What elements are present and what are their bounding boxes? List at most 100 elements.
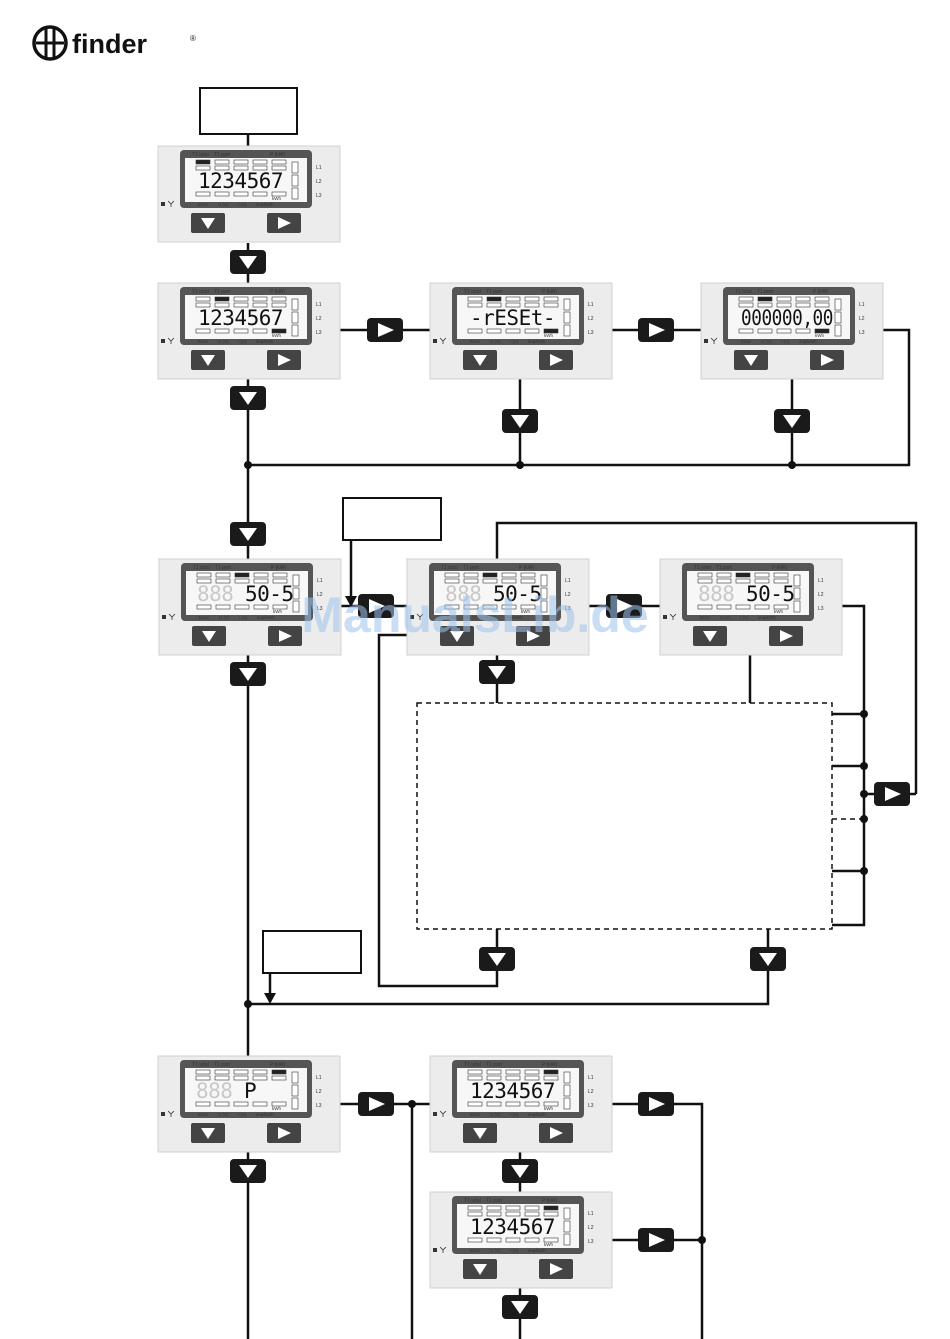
label-u-v: U (V)	[720, 615, 731, 620]
lcd-ghost-digits: 888	[197, 582, 233, 606]
meter-right-button[interactable]	[769, 626, 803, 646]
label-t1-part: T1 part	[214, 1062, 230, 1068]
phase-label: L2	[316, 1089, 322, 1095]
label-p-kw: P (kW)	[772, 565, 788, 571]
meter-right-button[interactable]	[267, 1123, 301, 1143]
bottom-indicator	[738, 328, 754, 334]
top-indicator	[543, 296, 559, 302]
lcd-ghost-digits: 888	[445, 582, 481, 606]
meter-down-button[interactable]	[191, 213, 225, 233]
lcd-value: 1234567	[198, 306, 283, 330]
down-arrow-icon	[450, 631, 464, 642]
phase-bar	[291, 311, 299, 324]
meter-right-button[interactable]	[810, 350, 844, 370]
meter-down-button[interactable]	[734, 350, 768, 370]
right-arrow-icon	[527, 630, 540, 642]
bottom-indicator	[214, 1101, 230, 1107]
label-t1-total: T1 total	[694, 565, 711, 571]
phase-label: L1	[588, 1211, 594, 1217]
label-box-lower	[262, 930, 362, 974]
phase-label: L3	[316, 1103, 322, 1109]
top-indicator	[252, 1075, 268, 1081]
meter-down-button[interactable]	[191, 1123, 225, 1143]
phase-bar	[834, 324, 842, 337]
phase-bar	[563, 1207, 571, 1220]
meter-down-button[interactable]	[192, 626, 226, 646]
status-led	[161, 1112, 165, 1116]
phase-bar	[540, 587, 548, 600]
meter-right-button[interactable]	[539, 1259, 573, 1279]
label-p-kw: P (kW)	[813, 289, 829, 295]
top-indicator	[543, 1205, 559, 1211]
label-t1-total: T1 total	[441, 565, 458, 571]
right-arrow-icon	[821, 354, 834, 366]
finder-logo-icon	[32, 25, 68, 61]
top-indicator	[757, 302, 773, 308]
label-kwh: kWh	[774, 609, 783, 614]
label-t1-part: T1 part	[757, 289, 773, 295]
meter-right-button[interactable]	[267, 213, 301, 233]
meter-down-button[interactable]	[463, 1123, 497, 1143]
phase-bar	[563, 1097, 571, 1110]
flow-right-button	[367, 318, 403, 342]
top-indicator	[543, 1211, 559, 1217]
bottom-indicator	[505, 1237, 521, 1243]
meter-right-button[interactable]	[516, 626, 550, 646]
phase-bar	[291, 1097, 299, 1110]
label-i-a: I (A)	[487, 615, 496, 620]
label-t1-total: T1 total	[192, 152, 209, 158]
meter-right-button[interactable]	[539, 1123, 573, 1143]
meter-right-button[interactable]	[267, 350, 301, 370]
right-arrow-icon	[279, 630, 292, 642]
meter-right-button[interactable]	[268, 626, 302, 646]
label-imp-kwh: imp/kWh	[256, 202, 274, 207]
meter-down-button[interactable]	[463, 1259, 497, 1279]
label-kwh: kWh	[544, 1242, 553, 1247]
bottom-indicator	[524, 1237, 540, 1243]
top-indicator	[773, 578, 789, 584]
label-u-v: U (V)	[761, 339, 772, 344]
meter-down-button[interactable]	[440, 626, 474, 646]
flow-down-button	[230, 250, 266, 274]
top-indicator	[814, 296, 830, 302]
top-indicator	[486, 1205, 502, 1211]
top-indicator	[543, 1069, 559, 1075]
lcd-value: 1234567	[198, 169, 283, 193]
label-kwh: kWh	[544, 1106, 553, 1111]
lcd-value: P	[244, 1079, 256, 1103]
top-indicator	[195, 159, 211, 165]
label-kwh: kWh	[272, 1106, 281, 1111]
top-indicator	[486, 296, 502, 302]
label-box-top	[199, 87, 298, 135]
meter-down-button[interactable]	[463, 350, 497, 370]
bottom-indicator	[486, 1237, 502, 1243]
meter-right-button[interactable]	[539, 350, 573, 370]
status-led	[410, 615, 414, 619]
pulse-icon	[439, 1246, 447, 1253]
brand-name: finder	[72, 29, 147, 59]
status-led	[433, 1112, 437, 1116]
top-indicator	[524, 1211, 540, 1217]
phase-label: L1	[565, 578, 571, 584]
top-indicator	[543, 1075, 559, 1081]
label-t1-total: T1 total	[464, 1198, 481, 1204]
phase-bar	[834, 311, 842, 324]
meter-down-button[interactable]	[191, 350, 225, 370]
meter-down-button[interactable]	[693, 626, 727, 646]
label-i-a: I (A)	[740, 615, 749, 620]
status-led	[704, 339, 708, 343]
label-p-kw: P (kW)	[271, 565, 287, 571]
label-p-kw: P (kW)	[542, 1062, 558, 1068]
phase-label: L1	[588, 1075, 594, 1081]
bottom-indicator	[773, 604, 789, 610]
bottom-indicator	[505, 328, 521, 334]
top-indicator	[214, 165, 230, 171]
pulse-icon	[167, 200, 175, 207]
top-indicator	[482, 578, 498, 584]
flow-right-button	[638, 1228, 674, 1252]
top-indicator	[543, 302, 559, 308]
phase-label: L2	[317, 592, 323, 598]
